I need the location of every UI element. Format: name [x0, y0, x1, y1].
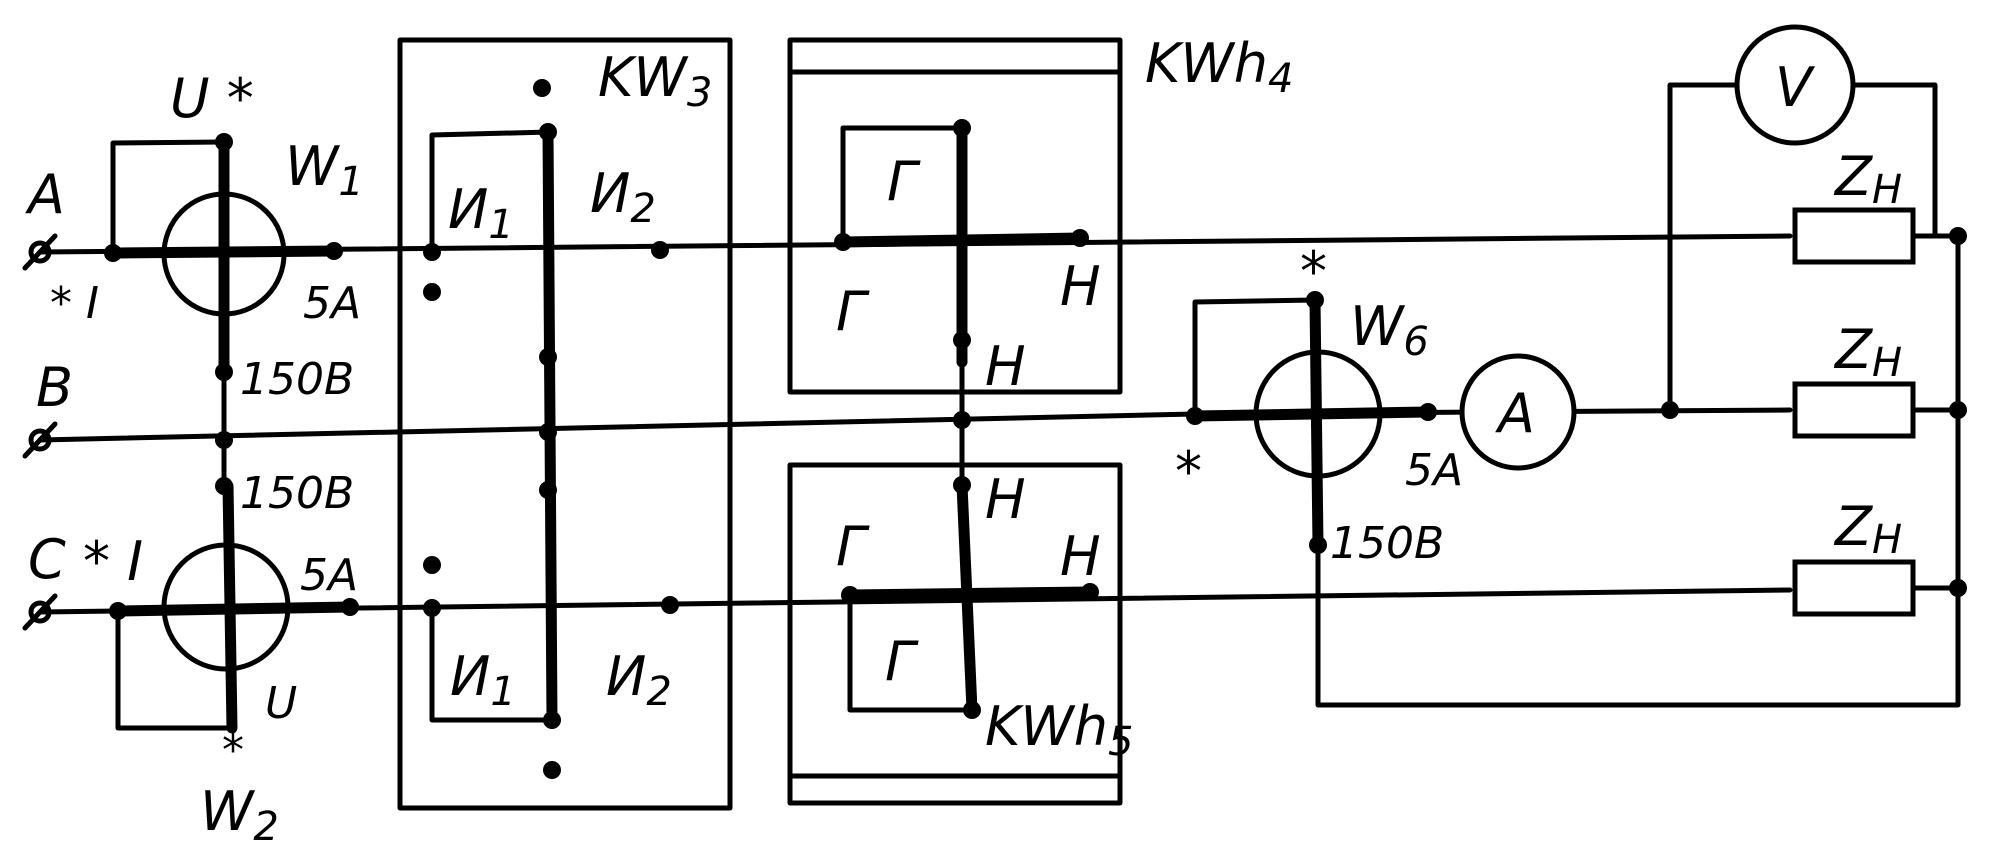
energy-meter-kwh4 — [787, 37, 1123, 488]
ammeter-circle — [1459, 353, 1577, 471]
w6-volts: 150B — [1330, 518, 1444, 569]
kwh4-g-top: Г — [887, 150, 921, 213]
load-a-label: ZH — [1833, 145, 1902, 213]
ammeter-label: A — [1495, 382, 1535, 445]
w6-amps: 5A — [1405, 445, 1463, 496]
wattmeter-w6 — [1186, 233, 1961, 708]
load-resistor-a — [1792, 207, 1916, 265]
kw3-name: KW3 — [598, 46, 712, 116]
kwh4-g-left: Г — [836, 280, 870, 343]
wattmeter-kw3 — [397, 37, 733, 811]
kwh5-n-top: Н — [985, 468, 1026, 531]
terminal-b — [22, 421, 58, 459]
kw3-lower-coil1: И1 — [450, 645, 516, 715]
terminal-c — [22, 593, 58, 631]
ammeter — [1459, 353, 1577, 471]
wattmeter-w1 — [104, 133, 343, 449]
w2-volts: 150B — [240, 468, 354, 519]
terminal-c-label: C — [28, 528, 66, 591]
w6-name: W6 — [1350, 295, 1429, 365]
w2-amps: 5A — [300, 550, 358, 601]
kwh4-frame — [787, 37, 1123, 395]
terminal-b-label: B — [36, 356, 73, 419]
line-phase-b — [37, 411, 1198, 443]
load-resistor-b — [1792, 381, 1916, 439]
w6-star-top: * — [1300, 240, 1327, 303]
kw3-lower-coil2: И2 — [606, 645, 672, 715]
voltmeter-circle — [1734, 24, 1856, 146]
w1-volts: 150B — [240, 354, 354, 405]
kw3-upper-coil1: И1 — [448, 178, 514, 248]
kw3-frame — [397, 37, 733, 811]
w2-name: W2 — [200, 780, 279, 850]
w6-star-left: * — [1175, 440, 1202, 503]
w1-name: W1 — [285, 135, 364, 205]
w2-u-label: U — [265, 678, 297, 729]
w1-amps: 5A — [303, 278, 361, 329]
terminal-a-label: A — [25, 163, 65, 226]
kwh5-frame — [787, 462, 1123, 806]
kwh4-n-bottom: Н — [985, 335, 1026, 398]
w2-i-label: * I — [83, 530, 143, 593]
energy-meter-kwh5 — [787, 462, 1123, 806]
w1-i-label: * I — [50, 278, 99, 329]
voltmeter — [1661, 24, 1938, 419]
load-b-label: ZH — [1833, 318, 1902, 386]
kwh5-g-inner: Г — [885, 630, 919, 693]
load-resistor-c — [1792, 559, 1916, 617]
load-c-label: ZH — [1833, 495, 1902, 563]
kwh4-name: KWh4 — [1145, 32, 1293, 102]
terminal-a — [22, 233, 58, 271]
kwh5-name: KWh5 — [985, 695, 1133, 765]
w2-star: * — [222, 725, 244, 776]
loads — [1792, 207, 1967, 617]
wattmeter-w2 — [109, 437, 359, 734]
w1-u-label: U * — [170, 67, 254, 130]
kw3-upper-coil2: И2 — [590, 162, 656, 232]
kwh5-n-right: Н — [1060, 525, 1101, 588]
kwh5-g-left: Г — [836, 515, 870, 578]
voltmeter-label: V — [1775, 56, 1816, 119]
kwh4-n-right: Н — [1060, 255, 1101, 318]
